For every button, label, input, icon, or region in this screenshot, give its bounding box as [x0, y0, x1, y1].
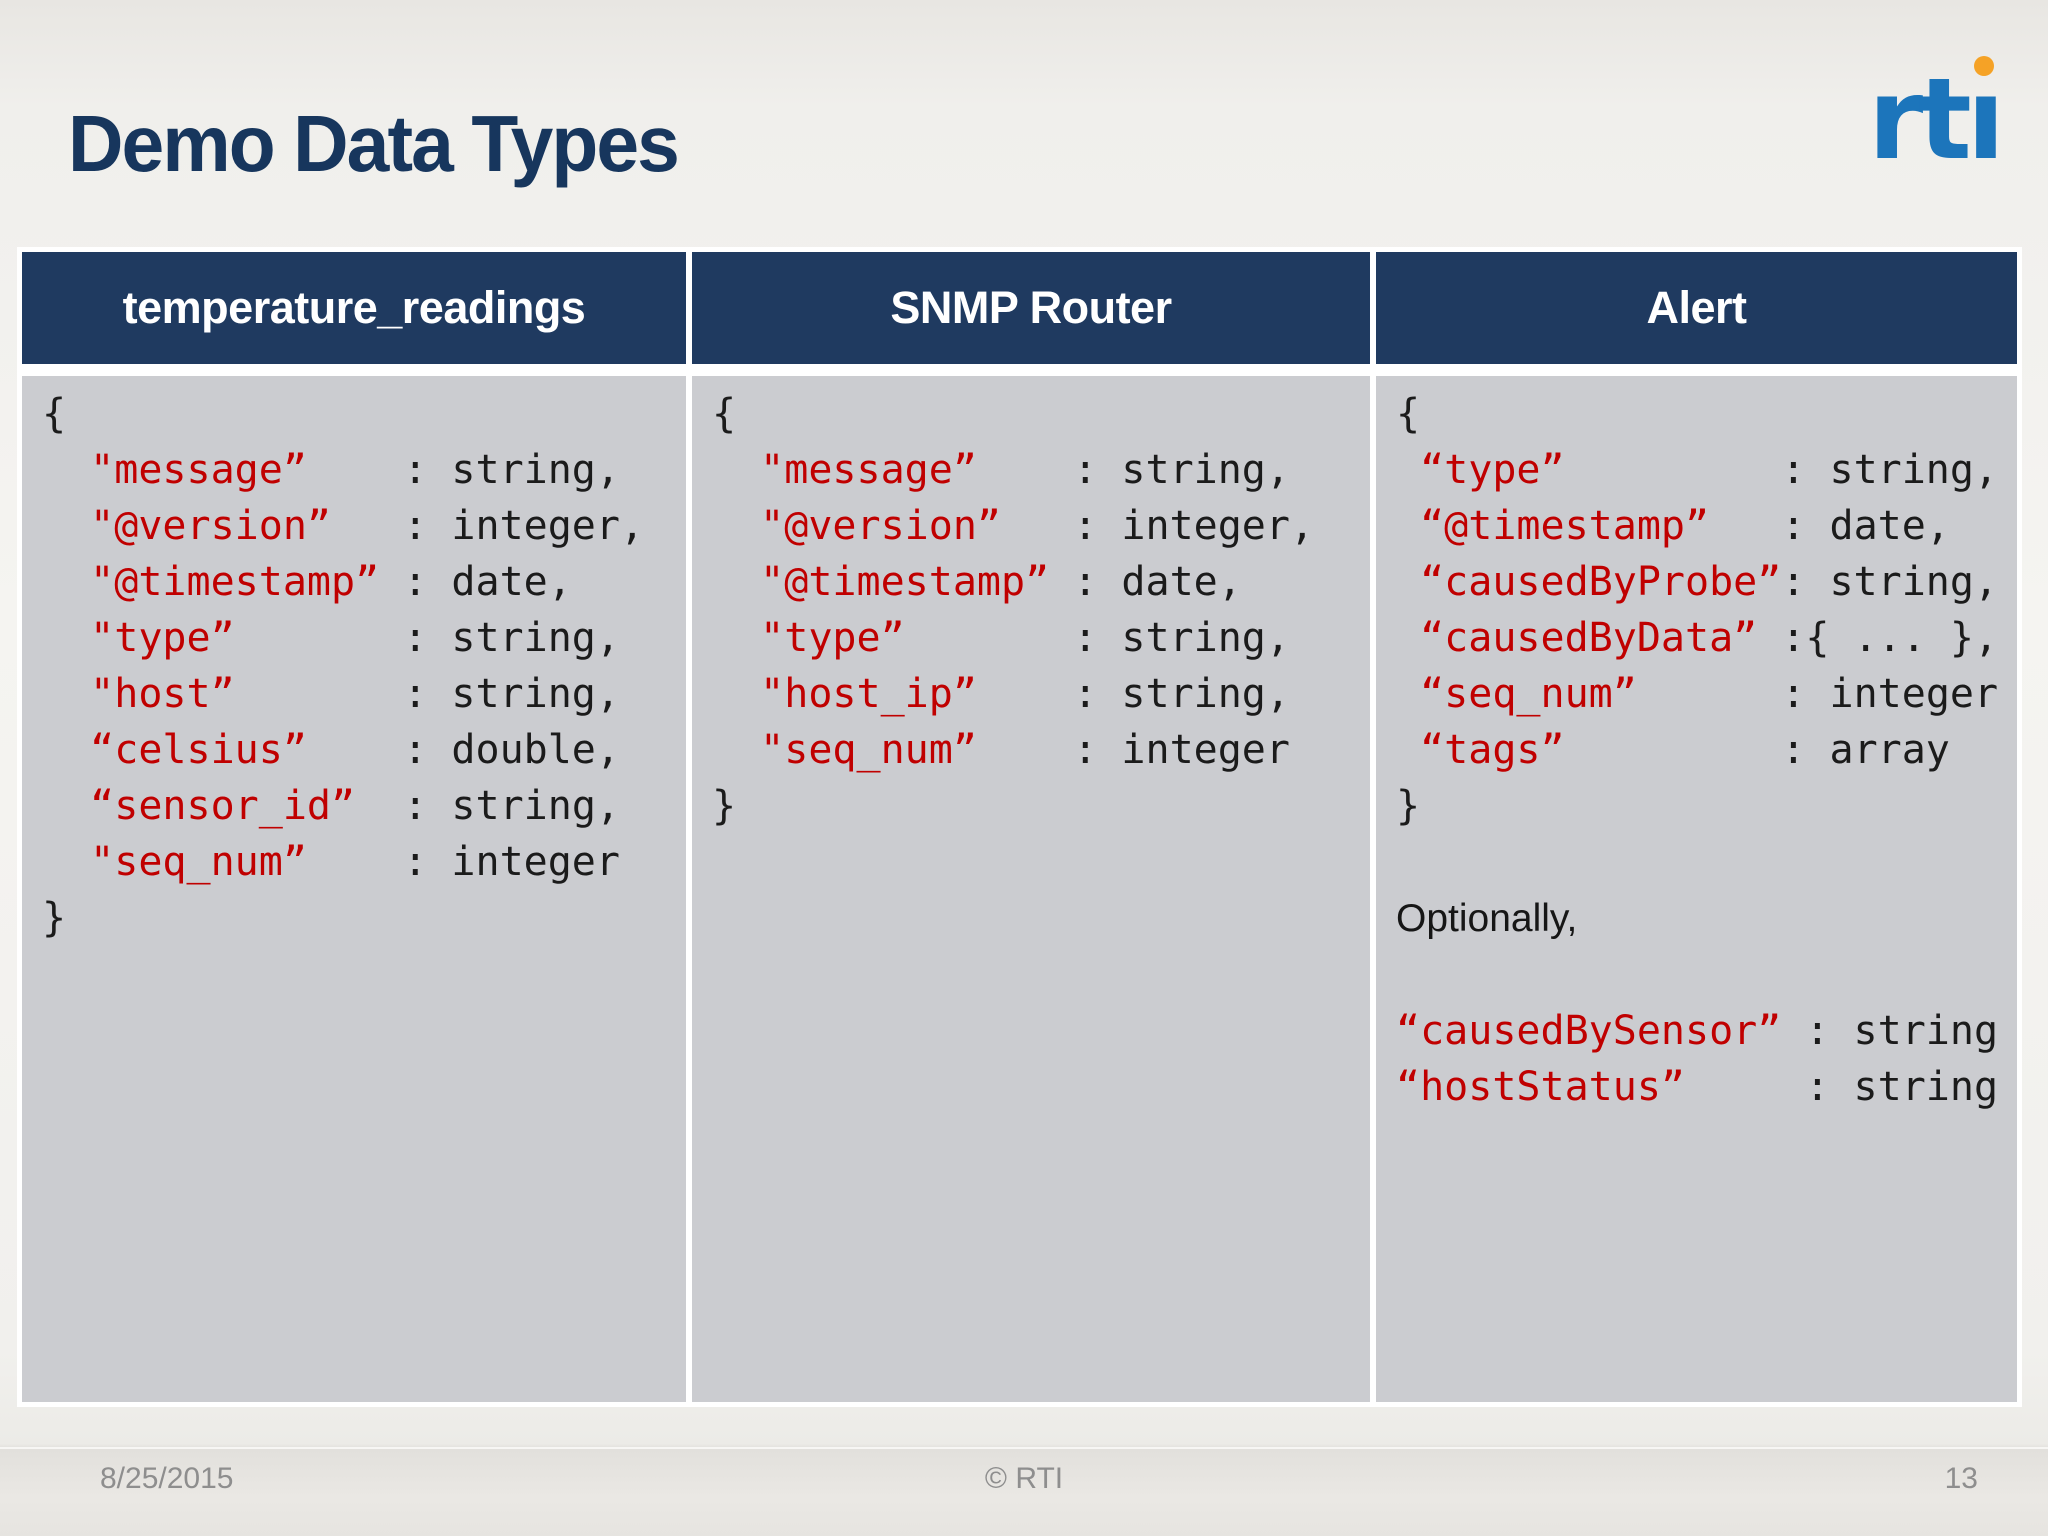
- footer-page-number: 13: [1944, 1462, 1978, 1495]
- cell-temperature-readings: { "message” : string, "@version” : integ…: [22, 376, 686, 1402]
- rti-logo-orange-dot-icon: [1974, 56, 1994, 76]
- cell-alert: { “type” : string, “@timestamp” : date, …: [1376, 376, 2017, 1402]
- column-header-snmp-router: SNMP Router: [692, 252, 1370, 364]
- footer-copyright: © RTI: [984, 1462, 1064, 1495]
- code-block-snmp-router: { "message” : string, "@version” : integ…: [712, 391, 1315, 829]
- footer-date: 8/25/2015: [100, 1462, 234, 1495]
- rti-logo: rtı: [1868, 55, 2005, 170]
- data-types-table: temperature_readings SNMP Router Alert {…: [17, 247, 2022, 1407]
- cell-snmp-router: { "message” : string, "@version” : integ…: [692, 376, 1370, 1402]
- code-block-alert: { “type” : string, “@timestamp” : date, …: [1396, 391, 1999, 1110]
- code-block-temperature-readings: { "message” : string, "@version” : integ…: [42, 391, 645, 941]
- footer-band: [0, 1447, 2048, 1536]
- column-header-temperature-readings: temperature_readings: [22, 252, 686, 364]
- page-title: Demo Data Types: [68, 99, 680, 188]
- column-header-alert: Alert: [1376, 252, 2017, 364]
